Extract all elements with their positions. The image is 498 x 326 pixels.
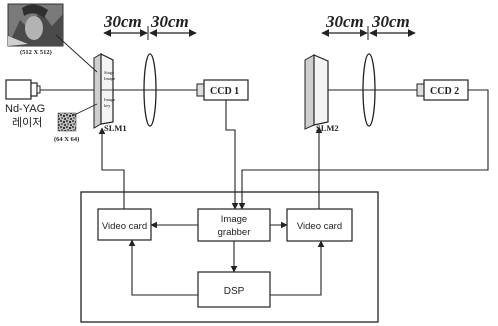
slm2-device bbox=[304, 54, 329, 130]
laser-source bbox=[5, 79, 41, 100]
slm1-bottom-text: Image bbox=[104, 97, 115, 102]
input-image-thumbnail bbox=[7, 3, 64, 47]
dsp-box bbox=[197, 271, 271, 308]
image-grabber-label: Image bbox=[221, 214, 247, 225]
ccd1-label: CCD 1 bbox=[210, 86, 239, 97]
dimension-label: 30cm bbox=[150, 12, 189, 31]
slm1-bottom-text: key bbox=[104, 103, 111, 108]
pointer-line bbox=[55, 34, 98, 73]
input-image-size: (512 X 512) bbox=[20, 49, 52, 56]
internal-connections bbox=[128, 221, 325, 296]
processing-unit-frame bbox=[80, 191, 379, 323]
image-grabber-label: grabber bbox=[218, 227, 251, 238]
right-dimensions: 30cm 30cm bbox=[321, 12, 416, 40]
pointer-line bbox=[71, 103, 98, 117]
slm1-top-text: Image bbox=[104, 76, 115, 81]
lens-1 bbox=[143, 53, 157, 127]
dsp-label: DSP bbox=[224, 286, 245, 297]
ccd1-camera bbox=[196, 79, 249, 101]
slm1-label: SLM1 bbox=[104, 123, 127, 133]
dimension-label: 30cm bbox=[325, 12, 364, 31]
lens-2 bbox=[362, 53, 376, 127]
slm2-label: SLM2 bbox=[316, 123, 339, 133]
laser-label: Nd-YAG bbox=[5, 103, 45, 115]
key-image-thumbnail bbox=[57, 112, 77, 132]
dimension-label: 30cm bbox=[103, 12, 142, 31]
slm1-device bbox=[93, 53, 114, 129]
laser-label-korean: 레이저 bbox=[12, 116, 42, 129]
video-card-left-label: Video card bbox=[102, 221, 147, 232]
external-connections bbox=[98, 89, 489, 210]
key-image-size: (64 X 64) bbox=[54, 136, 79, 143]
ccd2-label: CCD 2 bbox=[430, 86, 459, 97]
left-dimensions: 30cm 30cm bbox=[103, 12, 197, 40]
dimension-label: 30cm bbox=[371, 12, 410, 31]
video-card-right-label: Video card bbox=[297, 221, 342, 232]
slm1-top-text: Stage bbox=[104, 70, 114, 75]
